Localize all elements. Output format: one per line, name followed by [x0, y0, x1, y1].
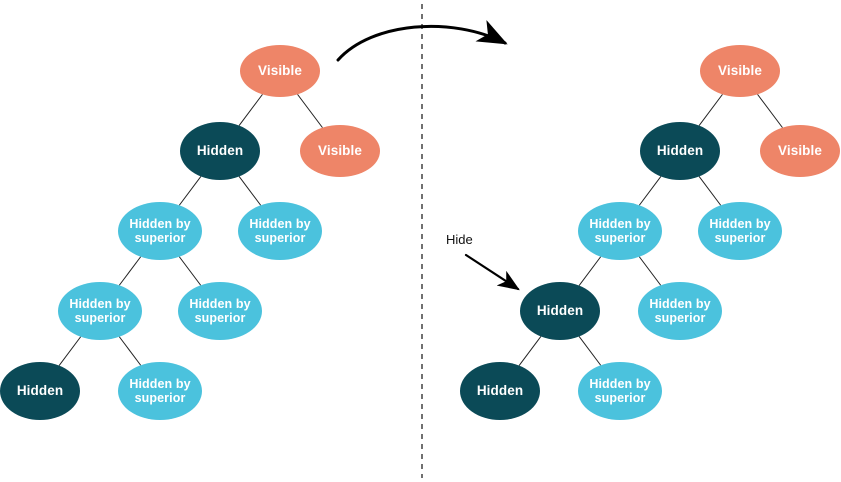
tree-edge [58, 336, 82, 366]
tree-node-hidden[interactable]: Hidden [460, 362, 540, 420]
tree-node-visible[interactable]: Visible [240, 45, 320, 97]
tree-edge [178, 176, 202, 206]
transform-arrow-icon [336, 20, 508, 62]
tree-node-label: Visible [718, 63, 762, 79]
tree-node-label: Visible [778, 143, 822, 159]
tree-edge [178, 256, 202, 286]
tree-edge [578, 256, 602, 286]
tree-node-label: Visible [318, 143, 362, 159]
tree-node-hidden[interactable]: Hidden [520, 282, 600, 340]
tree-node-label: Hidden [536, 303, 584, 319]
tree-edge [578, 336, 602, 366]
tree-node-hidden[interactable]: Hidden [0, 362, 80, 420]
tree-node-hidden[interactable]: Hidden [640, 122, 720, 180]
tree-node-label: Hidden [16, 383, 64, 399]
tree-edge [238, 94, 263, 126]
hide-annotation-label: Hide [446, 232, 473, 247]
tree-node-label: Visible [258, 63, 302, 79]
hide-arrow-icon [464, 253, 520, 291]
tree-edge [757, 94, 783, 128]
tree-edge [698, 176, 722, 206]
tree-edge [238, 176, 262, 206]
tree-node-label: Hidden [476, 383, 524, 399]
tree-edge [698, 94, 723, 126]
tree-edge [297, 94, 323, 128]
tree-node-visible[interactable]: Visible [700, 45, 780, 97]
tree-edge [518, 336, 542, 366]
tree-node-visible[interactable]: Visible [300, 125, 380, 177]
tree-edge [638, 176, 662, 206]
tree-node-hidden[interactable]: Hidden [180, 122, 260, 180]
tree-edge [118, 336, 142, 366]
tree-node-visible[interactable]: Visible [760, 125, 840, 177]
tree-node-label: Hidden [656, 143, 704, 159]
tree-edge [118, 256, 142, 286]
tree-node-label: Hidden [196, 143, 244, 159]
tree-edge [638, 256, 662, 286]
